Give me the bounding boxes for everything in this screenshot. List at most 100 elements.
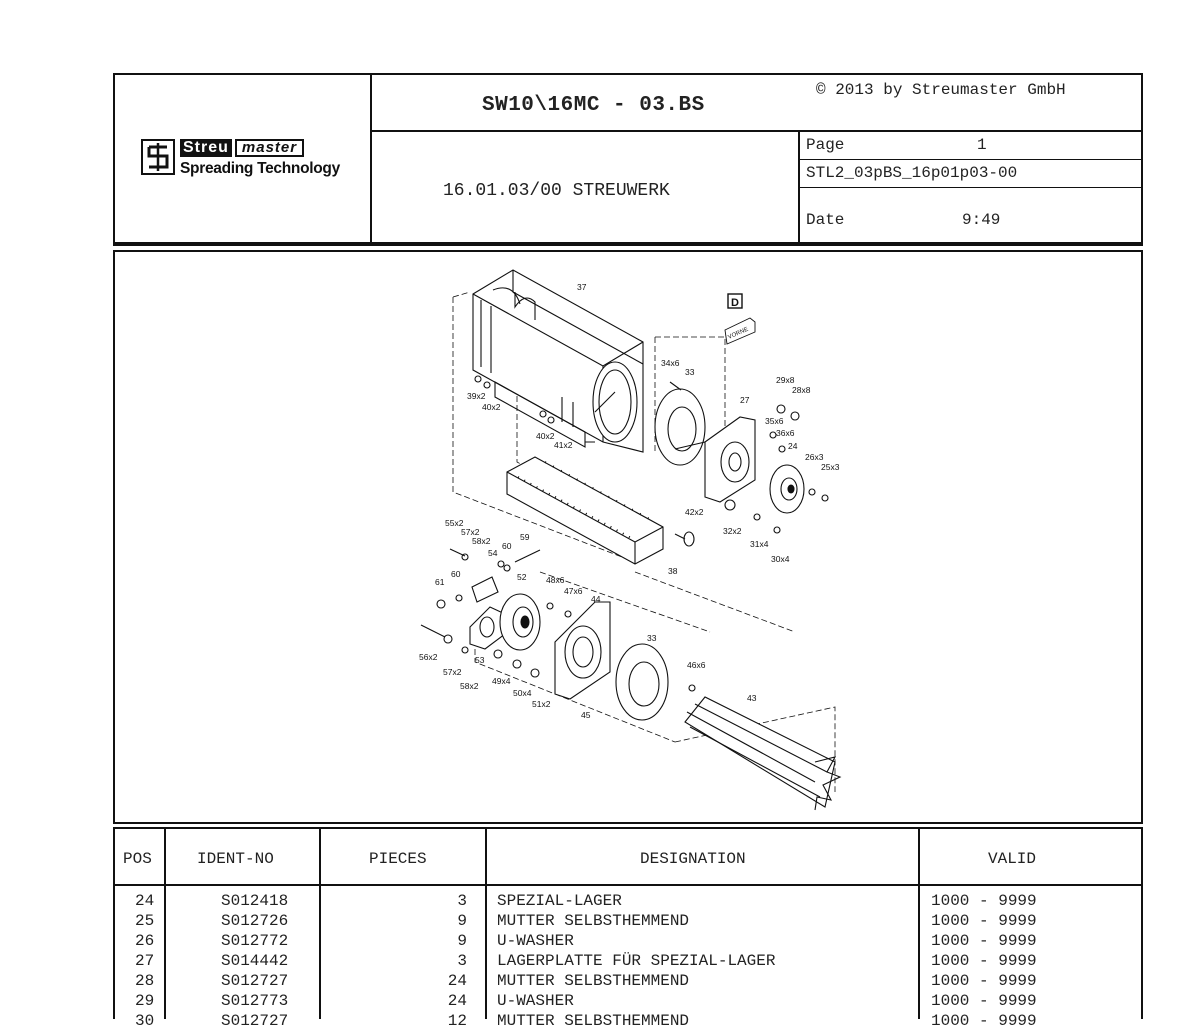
base-frame-part xyxy=(506,456,664,565)
callout-50: 50x4 xyxy=(513,688,532,698)
seal-ring-top-part xyxy=(654,388,706,466)
callout-39: 39x2 xyxy=(467,391,486,401)
rotor-shaft-part xyxy=(684,696,842,811)
table-row: 28 S012727 24 MUTTER SELBSTHEMMEND 1000 … xyxy=(0,972,1200,992)
callout-57-b: 57x2 xyxy=(443,667,462,677)
col-header-ident: IDENT-NO xyxy=(197,850,274,868)
logo-word-streu: Streu xyxy=(180,139,232,157)
row-pos: 30 xyxy=(135,1012,155,1030)
seal-ring-bottom-part xyxy=(615,643,696,721)
callout-47: 47x6 xyxy=(564,586,583,596)
logo-emblem-icon xyxy=(141,139,175,175)
callout-40-b: 40x2 xyxy=(536,431,555,441)
row-designation: U-WASHER xyxy=(497,992,574,1010)
callout-57-a: 57x2 xyxy=(461,527,480,537)
row-ident: S012773 xyxy=(221,992,289,1010)
callout-44: 44 xyxy=(591,594,601,604)
hopper-body-part xyxy=(472,269,644,453)
logo-word-master: master xyxy=(234,139,305,157)
fasteners-left xyxy=(420,375,572,678)
exploded-parts-diagram: D VORNE 37 34x6 33 29x8 28x8 27 35x6 36x… xyxy=(419,269,842,811)
row-pieces: 3 xyxy=(457,952,467,970)
callout-43: 43 xyxy=(747,693,757,703)
row-pieces: 9 xyxy=(457,912,467,930)
diagram-frame xyxy=(113,250,1143,824)
callout-29: 29x8 xyxy=(776,375,795,385)
row-valid: 1000 - 9999 xyxy=(931,1012,1037,1030)
callout-58-b: 58x2 xyxy=(460,681,479,691)
row-ident: S012772 xyxy=(221,932,289,950)
col-header-designation: DESIGNATION xyxy=(640,850,746,868)
col-divider-4 xyxy=(918,827,920,1019)
callout-31: 31x4 xyxy=(750,539,769,549)
callout-60-b: 60 xyxy=(451,569,461,579)
header-divider-logo xyxy=(370,73,372,246)
col-header-pieces: PIECES xyxy=(369,850,427,868)
callout-49: 49x4 xyxy=(492,676,511,686)
page-label: Page xyxy=(806,136,845,154)
row-pieces: 9 xyxy=(457,932,467,950)
row-ident: S014442 xyxy=(221,952,289,970)
row-designation: MUTTER SELBSTHEMMEND xyxy=(497,972,690,990)
row-pos: 24 xyxy=(135,892,155,910)
row-valid: 1000 - 9999 xyxy=(931,932,1037,950)
file-code: STL2_03pBS_16p01p03-00 xyxy=(806,164,1018,182)
row-designation: MUTTER SELBSTHEMMEND xyxy=(497,1012,690,1030)
date-value: 9:49 xyxy=(962,211,1001,229)
table-top-border xyxy=(113,827,1143,829)
callout-25: 25x3 xyxy=(821,462,840,472)
header-divider-meta xyxy=(798,130,800,246)
section-title: 16.01.03/00 STREUWERK xyxy=(443,181,670,201)
callout-60-a: 60 xyxy=(502,541,512,551)
callout-38: 38 xyxy=(668,566,678,576)
row-pos: 28 xyxy=(135,972,155,990)
header-bottom-double xyxy=(113,242,1143,244)
table-left-border xyxy=(113,827,115,1019)
bearing-top-part xyxy=(769,464,805,514)
row-pieces: 3 xyxy=(457,892,467,910)
row-valid: 1000 - 9999 xyxy=(931,892,1037,910)
col-divider-2 xyxy=(319,827,321,1019)
copyright-notice: © 2013 by Streumaster GmbH xyxy=(816,81,1066,99)
flange-bearing-part xyxy=(499,593,541,651)
mount-bracket-part xyxy=(469,576,506,650)
callout-51: 51x2 xyxy=(532,699,551,709)
table-header-bottom xyxy=(113,884,1143,886)
callout-35: 35x6 xyxy=(765,416,784,426)
row-pos: 26 xyxy=(135,932,155,950)
callout-36: 36x6 xyxy=(776,428,795,438)
callout-41: 41x2 xyxy=(554,440,573,450)
row-ident: S012727 xyxy=(221,972,289,990)
col-header-pos: POS xyxy=(123,850,152,868)
row-designation: LAGERPLATTE FÜR SPEZIAL-LAGER xyxy=(497,952,776,970)
row-valid: 1000 - 9999 xyxy=(931,952,1037,970)
view-marker-label: D xyxy=(731,297,739,309)
callout-52: 52 xyxy=(517,572,527,582)
callout-61: 61 xyxy=(435,577,445,587)
logo-tagline: Spreading Technology xyxy=(180,160,340,177)
callout-55: 55x2 xyxy=(445,518,464,528)
row-designation: MUTTER SELBSTHEMMEND xyxy=(497,912,690,930)
callout-59: 59 xyxy=(520,532,530,542)
row-designation: U-WASHER xyxy=(497,932,574,950)
col-divider-3 xyxy=(485,827,487,1019)
row-valid: 1000 - 9999 xyxy=(931,912,1037,930)
row-ident: S012727 xyxy=(221,1012,289,1030)
header-divider-title xyxy=(370,130,1143,132)
row-pos: 27 xyxy=(135,952,155,970)
callout-56: 56x2 xyxy=(419,652,438,662)
callout-42: 42x2 xyxy=(685,507,704,517)
meta-divider-2 xyxy=(798,187,1143,188)
callout-53: 53 xyxy=(475,655,485,665)
callout-28: 28x8 xyxy=(792,385,811,395)
callout-46: 46x6 xyxy=(687,660,706,670)
callout-30: 30x4 xyxy=(771,554,790,564)
table-row: 25 S012726 9 MUTTER SELBSTHEMMEND 1000 -… xyxy=(0,912,1200,932)
callout-33-top: 33 xyxy=(685,367,695,377)
callout-40-a: 40x2 xyxy=(482,402,501,412)
table-right-border xyxy=(1141,827,1143,1019)
bearing-plate-top-part xyxy=(704,416,756,503)
callout-58-a: 58x2 xyxy=(472,536,491,546)
row-pieces: 24 xyxy=(447,992,467,1010)
date-label: Date xyxy=(806,211,845,229)
